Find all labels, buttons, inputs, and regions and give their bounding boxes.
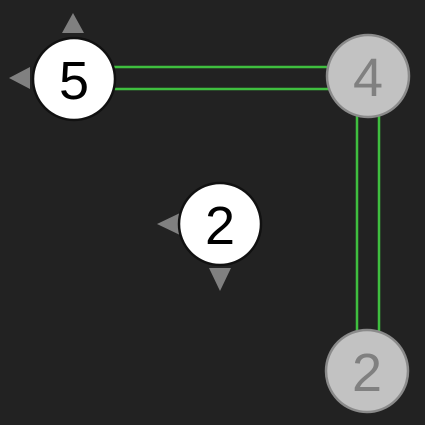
island-number: 2 <box>352 343 382 403</box>
island-top-right[interactable]: 4 <box>325 33 411 119</box>
island-bottom-right[interactable]: 2 <box>324 328 410 414</box>
arrow-left-icon[interactable] <box>9 67 30 89</box>
bridge-top-left-top-right[interactable] <box>110 65 330 91</box>
arrow-up-icon[interactable] <box>62 13 84 33</box>
island-center[interactable]: 2 <box>177 181 263 267</box>
island-circle <box>324 328 410 414</box>
island-circle <box>31 36 117 122</box>
bridge-top-right-bottom-right[interactable] <box>355 115 381 335</box>
arrow-down-icon[interactable] <box>209 268 231 291</box>
island-circle <box>325 33 411 119</box>
island-top-left[interactable]: 5 <box>31 36 117 122</box>
arrow-left-icon[interactable] <box>157 213 180 235</box>
island-number: 4 <box>353 48 383 108</box>
island-number: 2 <box>205 196 235 256</box>
island-circle <box>177 181 263 267</box>
island-number: 5 <box>59 51 89 111</box>
